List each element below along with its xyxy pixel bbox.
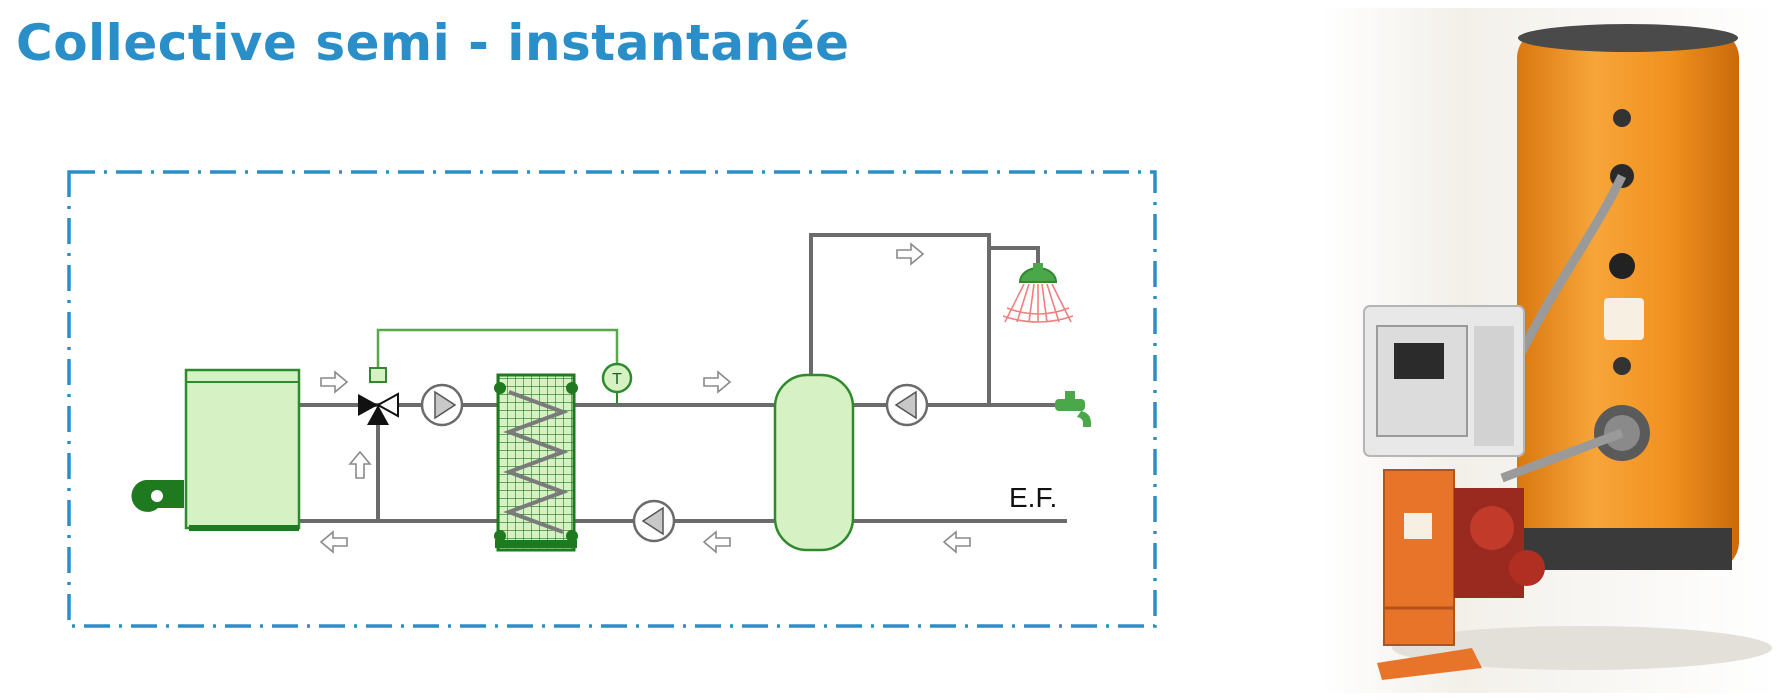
- flow-arrow-right: [320, 370, 349, 394]
- flow-arrow-up: [348, 450, 372, 479]
- flow-arrow-right: [703, 370, 732, 394]
- flow-arrow-right: [896, 242, 925, 266]
- slide-title: Collective semi - instantanée: [16, 14, 850, 72]
- flow-arrow-left: [942, 530, 971, 554]
- diagram-frame-border: [67, 170, 1157, 628]
- plate-heat-exchanger: [494, 373, 578, 552]
- recirculation-pump: [885, 383, 929, 427]
- thermostat-symbol: T: [612, 371, 622, 388]
- boiler: [131, 368, 301, 531]
- shower-branch-pipe: [987, 246, 1040, 267]
- control-box: [1363, 305, 1525, 457]
- flexible-pipe: [1509, 174, 1627, 370]
- flow-arrow-left: [319, 530, 348, 554]
- flow-arrow-left: [702, 530, 731, 554]
- storage-tank-photo: [1517, 24, 1739, 570]
- return-pump: [632, 499, 676, 543]
- tap: [1055, 391, 1091, 427]
- shower: [1002, 263, 1074, 323]
- storage-tank: [773, 373, 855, 552]
- primary-pump: [420, 383, 464, 427]
- water-heater-photo: [1322, 8, 1776, 693]
- cold-water-label: E.F.: [1009, 482, 1057, 513]
- plate-exchanger-photo: [1377, 469, 1545, 680]
- three-way-valve: [358, 367, 399, 425]
- hot-water-riser-pipe: [809, 233, 991, 407]
- control-line: [376, 328, 619, 382]
- hydraulic-diagram: T: [67, 170, 1157, 628]
- temperature-sensor: T: [601, 362, 633, 403]
